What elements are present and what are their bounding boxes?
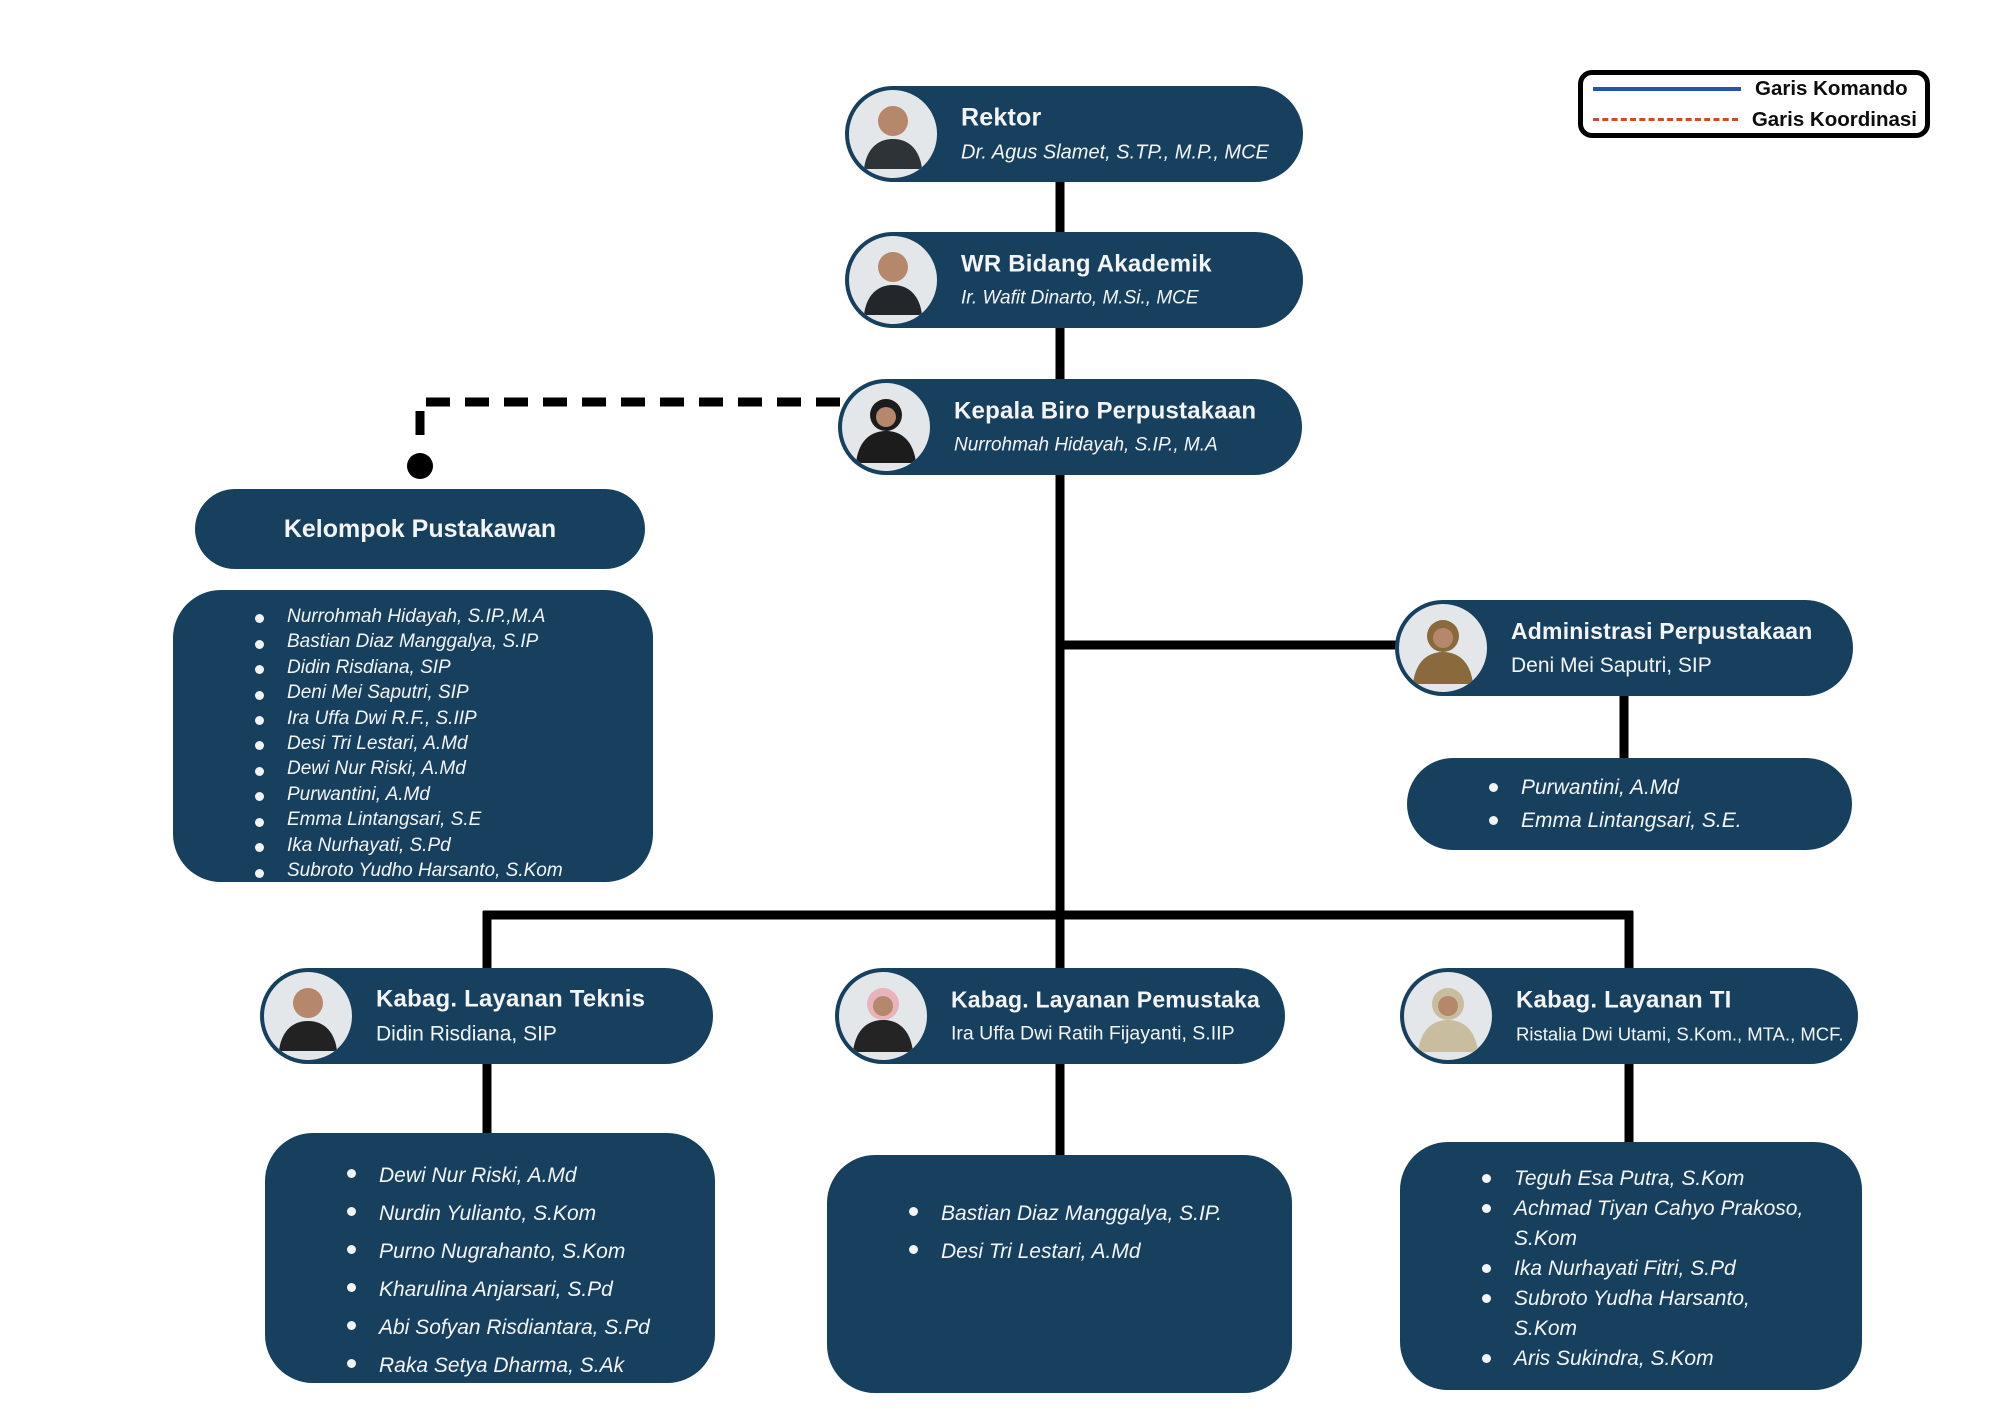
member-item: Subroto Yudho Harsanto, S.Kom [243, 858, 625, 883]
administrasi-person: Deni Mei Saputri, SIP [1511, 654, 1712, 677]
member-item: Desi Tri Lestari, A.Md [897, 1233, 1264, 1271]
layanan-pemustaka-title: Kabag. Layanan Pemustaka [951, 986, 1261, 1013]
member-item: Didin Risdiana, SIP [243, 655, 625, 680]
member-item: Nurdin Yulianto, S.Kom [335, 1195, 687, 1233]
person-silhouette-icon [853, 988, 913, 1052]
koordinasi-dashed-line [415, 397, 840, 448]
person-silhouette-icon [279, 988, 337, 1051]
person-silhouette-icon [864, 252, 922, 315]
person-silhouette-icon [1418, 988, 1478, 1052]
member-item: Abi Sofyan Risdiantara, S.Pd [335, 1309, 687, 1347]
member-item: Subroto Yudha Harsanto, S.Kom [1470, 1284, 1814, 1344]
legend-row-komando: Garis Komando [1591, 77, 1917, 101]
koordinasi-line-swatch [1593, 118, 1738, 121]
person-silhouette-icon [1413, 620, 1473, 684]
legend: Garis Komando Garis Koordinasi [1578, 70, 1930, 138]
card-administrasi: Administrasi Perpustakaan Deni Mei Saput… [1395, 600, 1853, 696]
member-item: Purwantini, A.Md [1477, 771, 1824, 804]
rektor-title: Rektor [961, 103, 1042, 132]
kelompok-pustakawan-title: Kelompok Pustakawan [283, 514, 557, 543]
layanan-teknis-person: Didin Risdiana, SIP [376, 1022, 557, 1046]
layanan-pemustaka-list: Bastian Diaz Manggalya, S.IP.Desi Tri Le… [827, 1155, 1292, 1393]
member-item: Deni Mei Saputri, SIP [243, 680, 625, 705]
administrasi-title: Administrasi Perpustakaan [1511, 618, 1813, 644]
member-item: Dewi Nur Riski, A.Md [335, 1157, 687, 1195]
layanan-pemustaka-avatar [839, 972, 927, 1060]
person-silhouette-icon [856, 399, 916, 463]
layanan-teknis-text: Kabag. Layanan Teknis Didin Risdiana, SI… [376, 986, 645, 1047]
layanan-teknis-avatar [264, 972, 352, 1060]
member-item: Achmad Tiyan Cahyo Prakoso, S.Kom [1470, 1194, 1814, 1254]
legend-koordinasi-label: Garis Koordinasi [1751, 107, 1917, 131]
administrasi-text: Administrasi Perpustakaan Deni Mei Saput… [1511, 618, 1813, 678]
member-item: Bastian Diaz Manggalya, S.IP [243, 629, 625, 654]
layanan-ti-text: Kabag. Layanan TI Ristalia Dwi Utami, S.… [1516, 987, 1844, 1046]
card-wr-akademik: WR Bidang Akademik Ir. Wafit Dinarto, M.… [845, 232, 1303, 328]
legend-row-koordinasi: Garis Koordinasi [1591, 108, 1917, 132]
card-rektor: Rektor Dr. Agus Slamet, S.TP., M.P., MCE [845, 86, 1303, 182]
member-list: Bastian Diaz Manggalya, S.IP.Desi Tri Le… [827, 1195, 1292, 1271]
card-kepala-biro: Kepala Biro Perpustakaan Nurrohmah Hiday… [838, 379, 1302, 475]
member-item: Raka Setya Dharma, S.Ak [335, 1347, 687, 1385]
card-layanan-ti: Kabag. Layanan TI Ristalia Dwi Utami, S.… [1400, 968, 1858, 1064]
layanan-ti-avatar [1404, 972, 1492, 1060]
member-item: Nurrohmah Hidayah, S.IP.,M.A [243, 604, 625, 629]
legend-komando-label: Garis Komando [1755, 76, 1908, 100]
layanan-teknis-title: Kabag. Layanan Teknis [376, 985, 646, 1013]
member-item: Desi Tri Lestari, A.Md [243, 731, 625, 756]
komando-line-swatch [1593, 86, 1741, 91]
wr-avatar [849, 236, 937, 324]
member-item: Kharulina Anjarsari, S.Pd [335, 1271, 687, 1309]
kepala-biro-title: Kepala Biro Perpustakaan [954, 397, 1257, 425]
member-item: Emma Lintangsari, S.E. [1477, 804, 1824, 837]
kepala-biro-avatar [842, 383, 930, 471]
rektor-avatar [849, 90, 937, 178]
administrasi-avatar [1399, 604, 1487, 692]
kelompok-pustakawan-box: Kelompok Pustakawan [195, 489, 645, 569]
wr-text: WR Bidang Akademik Ir. Wafit Dinarto, M.… [961, 251, 1212, 310]
member-item: Ira Uffa Dwi R.F., S.IIP [243, 706, 625, 731]
koordinasi-dot [407, 453, 433, 479]
member-item: Ika Nurhayati, S.Pd [243, 833, 625, 858]
member-item: Purno Nugrahanto, S.Kom [335, 1233, 687, 1271]
member-item: Teguh Esa Putra, S.Kom [1470, 1164, 1814, 1194]
layanan-pemustaka-text: Kabag. Layanan Pemustaka Ira Uffa Dwi Ra… [951, 987, 1260, 1046]
member-item: Emma Lintangsari, S.E [243, 807, 625, 832]
card-layanan-teknis: Kabag. Layanan Teknis Didin Risdiana, SI… [260, 968, 713, 1064]
layanan-pemustaka-person: Ira Uffa Dwi Ratih Fijayanti, S.IIP [951, 1022, 1235, 1045]
member-item: Aris Sukindra, S.Kom [1470, 1344, 1814, 1374]
person-silhouette-icon [864, 106, 922, 169]
rektor-person: Dr. Agus Slamet, S.TP., M.P., MCE [961, 141, 1269, 164]
member-item: Purwantini, A.Md [243, 782, 625, 807]
card-layanan-pemustaka: Kabag. Layanan Pemustaka Ira Uffa Dwi Ra… [835, 968, 1285, 1064]
kepala-biro-text: Kepala Biro Perpustakaan Nurrohmah Hiday… [954, 398, 1256, 457]
wr-person: Ir. Wafit Dinarto, M.Si., MCE [961, 287, 1199, 309]
member-item: Ika Nurhayati Fitri, S.Pd [1470, 1254, 1814, 1284]
layanan-ti-person: Ristalia Dwi Utami, S.Kom., MTA., MCF. [1516, 1023, 1844, 1045]
member-item: Bastian Diaz Manggalya, S.IP. [897, 1195, 1264, 1233]
member-item: Dewi Nur Riski, A.Md [243, 756, 625, 781]
rektor-text: Rektor Dr. Agus Slamet, S.TP., M.P., MCE [961, 104, 1269, 165]
wr-title: WR Bidang Akademik [961, 250, 1212, 278]
kepala-biro-person: Nurrohmah Hidayah, S.IP., M.A [954, 434, 1218, 456]
layanan-ti-title: Kabag. Layanan TI [1516, 986, 1732, 1014]
